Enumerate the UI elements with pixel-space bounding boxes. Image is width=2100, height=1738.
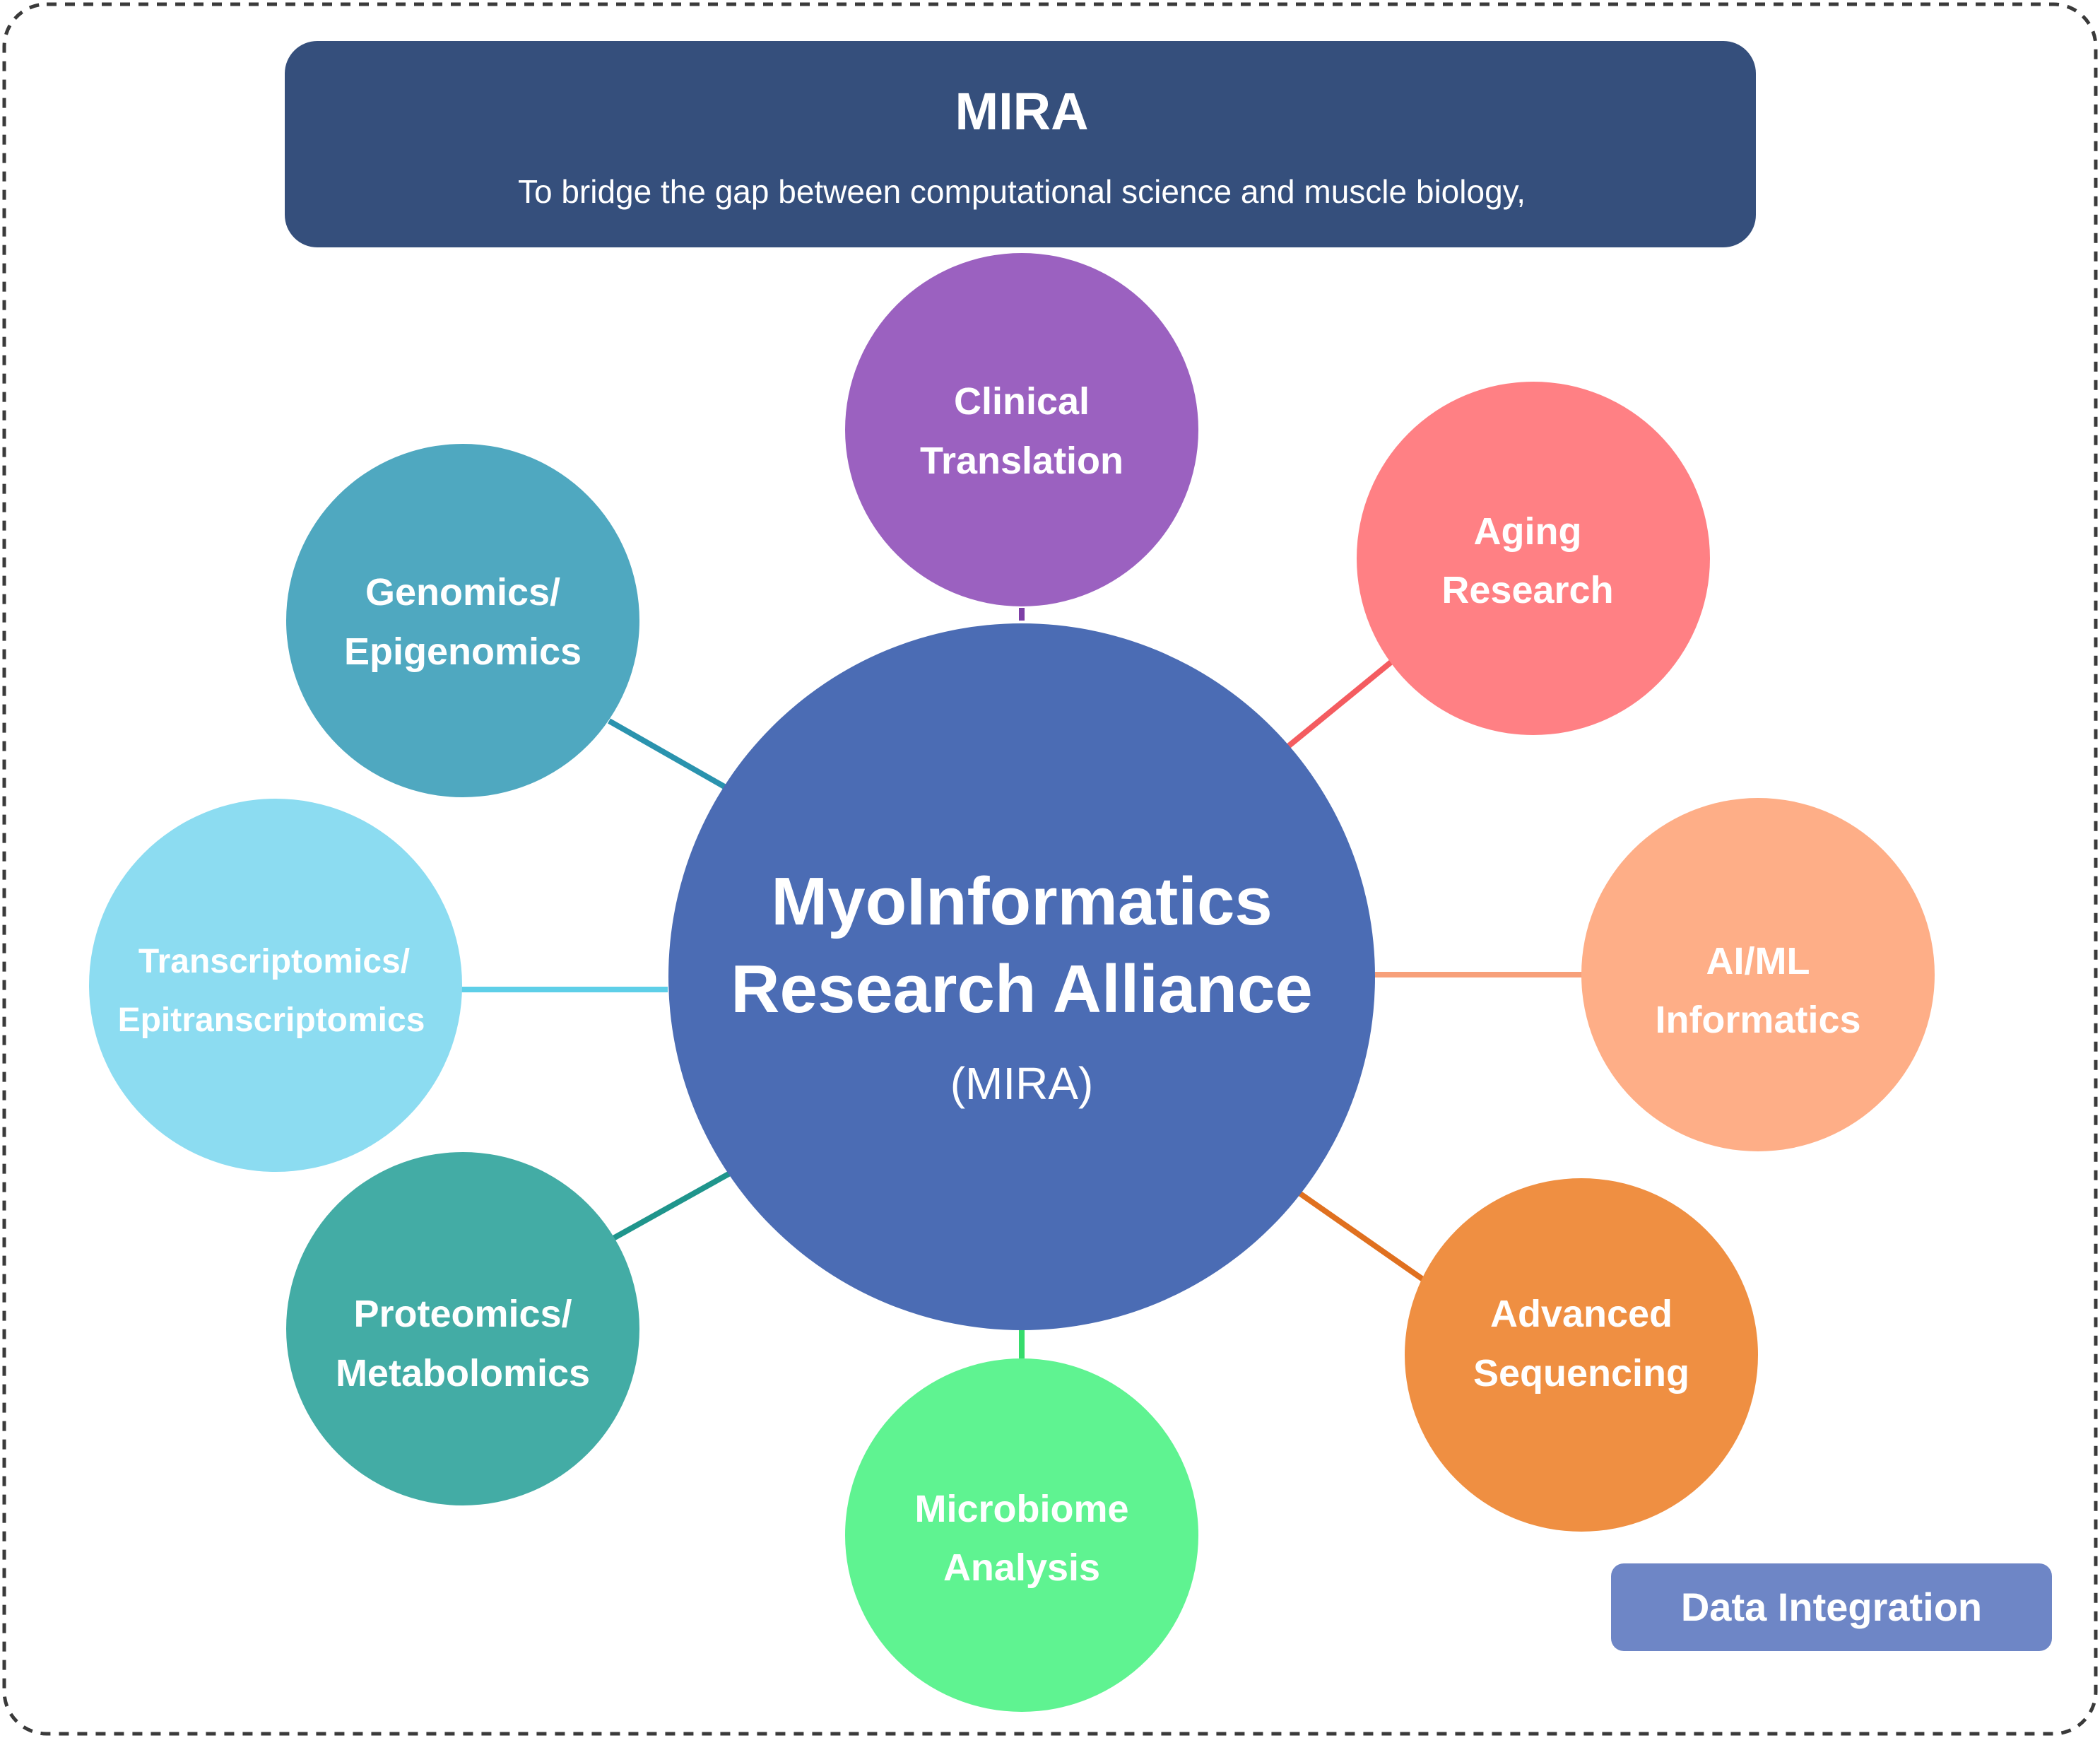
node-label-line-2: Informatics <box>1655 999 1860 1041</box>
node-proteomics-metabolomics: Proteomics/ Metabolomics <box>286 1152 639 1505</box>
connectors <box>461 608 1583 1358</box>
node-label-line-1: Microbiome <box>914 1488 1128 1530</box>
node-advanced-sequencing: Advanced Sequencing <box>1405 1178 1758 1532</box>
node-circle <box>1405 1178 1758 1532</box>
hub-title-line-1: MyoInformatics <box>771 864 1272 939</box>
connector-proteomics-metabolomics <box>612 1170 731 1241</box>
connector-advanced-sequencing <box>1295 1189 1428 1284</box>
node-circle <box>1581 798 1935 1151</box>
node-label-line-1: AI/ML <box>1706 940 1810 982</box>
node-label-line-2: Metabolomics <box>336 1352 590 1394</box>
node-circle <box>89 799 462 1172</box>
node-circle <box>845 1358 1198 1712</box>
banner-subtitle: To bridge the gap between computational … <box>518 173 1526 210</box>
node-label-line-2: Research <box>1441 569 1613 611</box>
node-circle <box>1357 382 1710 735</box>
hub-abbreviation: (MIRA) <box>950 1058 1094 1109</box>
node-circle <box>286 444 639 797</box>
node-label-line-1: Clinical <box>954 380 1090 423</box>
node-aging-research: Aging Research <box>1357 382 1710 735</box>
data-integration-tag: Data Integration <box>1611 1563 2052 1651</box>
tag-label: Data Integration <box>1681 1585 1982 1629</box>
hub-title-line-2: Research Alliance <box>731 951 1313 1027</box>
node-label-line-1: Transcriptomics/ <box>138 943 410 980</box>
node-microbiome-analysis: Microbiome Analysis <box>845 1358 1198 1712</box>
node-ai-ml-informatics: AI/ML Informatics <box>1581 798 1935 1151</box>
node-clinical-translation: Clinical Translation <box>845 253 1198 606</box>
node-genomics-epigenomics: Genomics/ Epigenomics <box>286 444 639 797</box>
node-label-line-2: Epigenomics <box>344 630 582 673</box>
node-label-line-2: Analysis <box>943 1546 1100 1589</box>
node-circle <box>845 253 1198 606</box>
central-hub: MyoInformatics Research Alliance (MIRA) <box>668 623 1375 1330</box>
node-label-line-2: Translation <box>920 440 1123 482</box>
hub-circle <box>668 623 1375 1330</box>
node-label-line-1: Genomics/ <box>365 571 560 613</box>
node-circle <box>286 1152 639 1505</box>
node-label-line-1: Aging <box>1474 510 1582 553</box>
connector-aging-research <box>1286 654 1399 749</box>
banner-background <box>285 41 1756 247</box>
node-label-line-1: Proteomics/ <box>353 1293 572 1335</box>
header-banner: MIRA To bridge the gap between computati… <box>285 41 1756 247</box>
node-label-line-2: Sequencing <box>1473 1352 1689 1394</box>
node-transcriptomics-epitranscriptomics: Transcriptomics/ Epitranscriptomics <box>89 799 462 1172</box>
tag-background <box>1611 1563 2052 1651</box>
node-label-line-1: Advanced <box>1490 1293 1673 1335</box>
connector-genomics-epigenomics <box>608 718 727 790</box>
node-label-line-2: Epitranscriptomics <box>118 1002 425 1039</box>
banner-title: MIRA <box>955 82 1088 141</box>
